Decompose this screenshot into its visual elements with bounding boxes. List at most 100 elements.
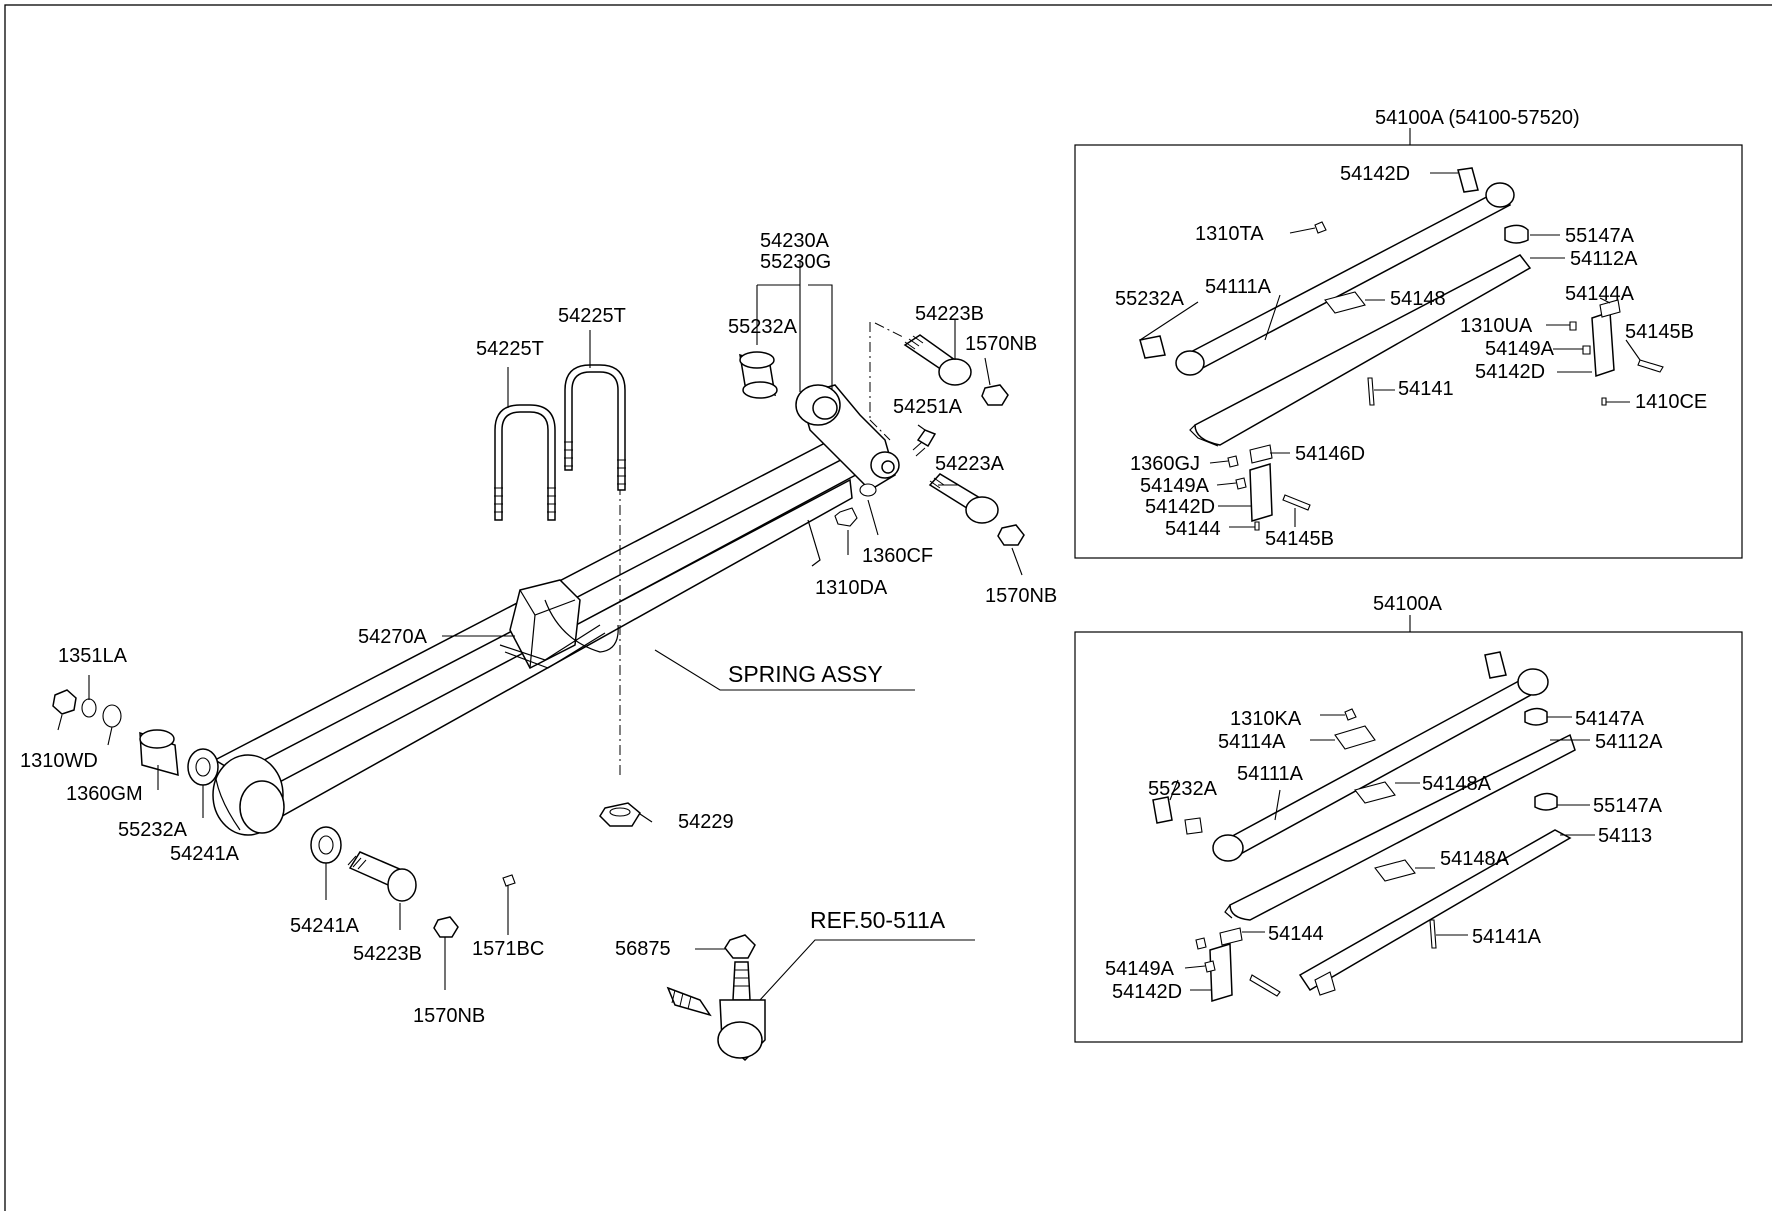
label-spring-assy: SPRING ASSY: [728, 661, 883, 687]
box-top-label-54112a: 54112A: [1570, 248, 1638, 270]
outer-frame: [4, 4, 1772, 1211]
box-bottom-bush-rear: [1484, 651, 1507, 679]
box-bottom-label-54142d: 54142D: [1112, 981, 1182, 1003]
box-top-bush-54142d: [1457, 167, 1479, 193]
bushing-left-end: [139, 729, 175, 749]
u-bolt-left: [494, 404, 556, 521]
box-bottom-label-55232a: 55232A: [1148, 778, 1218, 800]
box-bottom-label-54141a: 54141A: [1472, 926, 1542, 948]
box-top-label-54149a-b: 54149A: [1140, 475, 1210, 497]
box-top-pad-54148: [1324, 291, 1366, 314]
label-1360cf: 1360CF: [862, 545, 933, 567]
box-top-label-1360gj: 1360GJ: [1130, 453, 1200, 475]
box-top-label-54149a-a: 54149A: [1485, 338, 1555, 360]
box-top-label-54111a: 54111A: [1205, 276, 1272, 298]
label-54229: 54229: [678, 811, 734, 833]
label-1360gm: 1360GM: [66, 783, 143, 805]
shackle-pin-top-head: [938, 358, 972, 386]
box-top-bolt-54145b-front: [1282, 494, 1311, 511]
box-top-label-54146d: 54146D: [1295, 443, 1365, 465]
box-bottom-label-54111a: 54111A: [1237, 763, 1304, 785]
label-56875: 56875: [615, 938, 671, 960]
box-top-bumper-55147a: [1504, 224, 1529, 244]
box-top-washer-54149a-front: [1235, 477, 1247, 490]
box-top-leaf-eye-front: [1175, 350, 1205, 376]
label-1310da: 1310DA: [815, 577, 888, 599]
bushing-top-bottom: [742, 381, 778, 399]
box-top-bush-55232a: [1139, 335, 1166, 359]
box-top-label-54142d-a: 54142D: [1340, 163, 1410, 185]
grease-fitting: [916, 429, 937, 448]
ball-joint-stud: [732, 961, 751, 1001]
shackle-bush-upper-bore: [812, 396, 838, 420]
box-bottom-label-54147a: 54147A: [1575, 708, 1645, 730]
box-top-label-55147a: 55147A: [1565, 225, 1635, 247]
label-54223b-top: 54223B: [915, 303, 984, 325]
box-bottom-bolt: [1249, 974, 1281, 997]
box-top-label-1310ua: 1310UA: [1460, 315, 1533, 337]
box-top-washer-54149a: [1582, 345, 1591, 355]
box-top-nut-1310ta: [1314, 221, 1327, 234]
box-bottom-pad-54148a-b: [1374, 859, 1416, 882]
spring-pin-bottom-head: [387, 868, 417, 902]
box-top-label-55232a: 55232A: [1115, 288, 1185, 310]
box-top-label-54142d-c: 54142D: [1145, 496, 1215, 518]
washer-1360cf: [859, 483, 877, 497]
main-labels: 54230A 55230G 55232A 54223B 1570NB 54251…: [20, 230, 1057, 1027]
box-bottom-label-54114a: 54114A: [1218, 731, 1286, 753]
box-bottom-nut-1310ka: [1344, 708, 1357, 721]
box-top-label-54144: 54144: [1165, 518, 1221, 540]
label-54225t-left: 54225T: [476, 338, 544, 360]
label-1571bc: 1571BC: [472, 938, 544, 960]
label-55230g: 55230G: [760, 251, 831, 273]
box-top-clip-54144a: [1599, 299, 1621, 318]
box-54100a-57520: 54100A (54100-57520): [1074, 107, 1743, 559]
label-1570nb-mid: 1570NB: [985, 585, 1057, 607]
box-top-leaf-eye-rear: [1485, 182, 1515, 208]
label-1351la: 1351LA: [58, 645, 128, 667]
box-bottom-bumper-54147a: [1524, 707, 1548, 726]
nut-54229-hole: [609, 807, 631, 817]
box-bottom-label-54148a-b: 54148A: [1440, 848, 1510, 870]
box-bottom-pad-54114a: [1334, 725, 1376, 750]
box-top-label-54141: 54141: [1398, 378, 1454, 400]
box-bottom-bush-inner: [1184, 817, 1203, 835]
label-54225t-right: 54225T: [558, 305, 626, 327]
cap-nut-mid: [997, 524, 1025, 546]
label-54241a-left: 54241A: [170, 843, 240, 865]
spring-front-eye-bore: [239, 780, 285, 834]
shackle-bush-lower-bore: [881, 460, 895, 474]
box-top-bracket-54142d: [1591, 310, 1615, 378]
box-top-center-bolt: [1367, 377, 1375, 406]
box-bottom-leaf-eye-front: [1212, 834, 1244, 862]
cap-nut-bottom: [433, 916, 459, 938]
label-1570nb-bottom: 1570NB: [413, 1005, 485, 1027]
box-bottom-label-1310ka: 1310KA: [1230, 708, 1302, 730]
main-leader-lines: [57, 260, 1023, 1001]
washer-1351la: [81, 698, 97, 718]
ball-joint-socket: [717, 1021, 763, 1059]
cap-nut-top: [981, 384, 1009, 406]
box-54100a: 54100A: [1074, 593, 1743, 1043]
shackle-pin-lower-head: [965, 496, 999, 524]
box-top-title: 54100A (54100-57520): [1375, 107, 1580, 129]
box-bottom-center-bolt: [1429, 919, 1437, 949]
label-ref-50-511a: REF.50-511A: [810, 907, 946, 933]
box-top-label-54144a: 54144A: [1565, 283, 1635, 305]
box-bottom-bumper-55147a: [1534, 792, 1558, 811]
box-top-label-54142d-b: 54142D: [1475, 361, 1545, 383]
nut-1310da: [834, 507, 858, 527]
box-bottom-nut: [1195, 937, 1207, 950]
box-top-screw-54144: [1254, 521, 1260, 531]
box-top-bolt-1410ce: [1601, 397, 1607, 406]
label-54223a: 54223A: [935, 453, 1005, 475]
box-bottom-frame: [1074, 631, 1743, 1043]
box-bottom-bracket-54142d: [1209, 943, 1233, 1002]
box-bottom-washer-54149a: [1204, 960, 1216, 973]
washer-1360gm: [102, 704, 122, 728]
box-bottom-label-54112a: 54112A: [1595, 731, 1663, 753]
label-54223b-bottom: 54223B: [353, 943, 422, 965]
box-top-second-leaf: [1194, 254, 1532, 446]
box-top-label-1310ta: 1310TA: [1195, 223, 1264, 245]
